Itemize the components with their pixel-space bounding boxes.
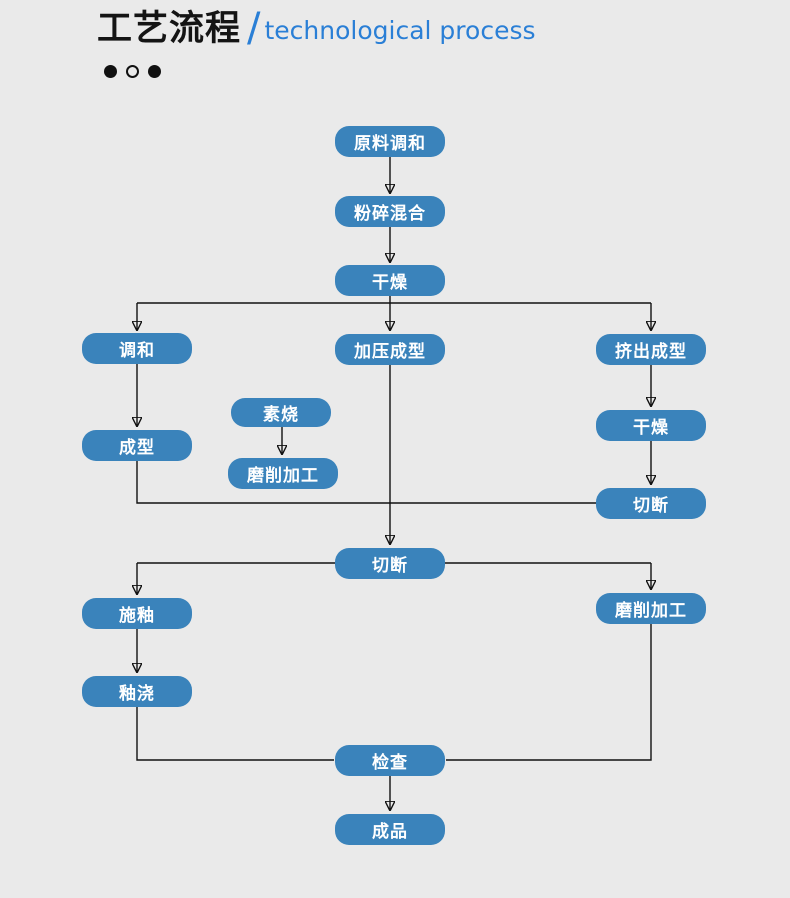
flow-node-blending: 调和 (82, 333, 192, 364)
flow-node-raw-material-mixing: 原料调和 (335, 126, 445, 157)
dot-filled-icon (104, 65, 117, 78)
flow-node-cutting-1: 切断 (596, 488, 706, 519)
flow-node-grinding-1: 磨削加工 (228, 458, 338, 489)
flow-node-press-forming: 加压成型 (335, 334, 445, 365)
dot-filled-icon (148, 65, 161, 78)
flow-node-crush-and-mix: 粉碎混合 (335, 196, 445, 227)
flow-node-drying-1: 干燥 (335, 265, 445, 296)
page-header: 工艺流程 / technological process (97, 8, 536, 48)
flow-node-biscuit-firing: 素烧 (231, 398, 331, 427)
flow-node-drying-2: 干燥 (596, 410, 706, 441)
flow-node-extrusion-forming: 挤出成型 (596, 334, 706, 365)
flow-node-cutting-2: 切断 (335, 548, 445, 579)
flow-node-inspection: 检查 (335, 745, 445, 776)
flow-node-glaze-pouring: 釉浇 (82, 676, 192, 707)
title-dots-decoration (104, 65, 161, 78)
dot-hollow-icon (126, 65, 139, 78)
page-title-cn: 工艺流程 (97, 8, 242, 49)
page-title-en: technological process (264, 16, 536, 45)
flow-node-finished-product: 成品 (335, 814, 445, 845)
flow-node-glazing: 施釉 (82, 598, 192, 629)
flow-node-forming: 成型 (82, 430, 192, 461)
flow-node-grinding-2: 磨削加工 (596, 593, 706, 624)
title-slash-divider: / (247, 5, 261, 51)
